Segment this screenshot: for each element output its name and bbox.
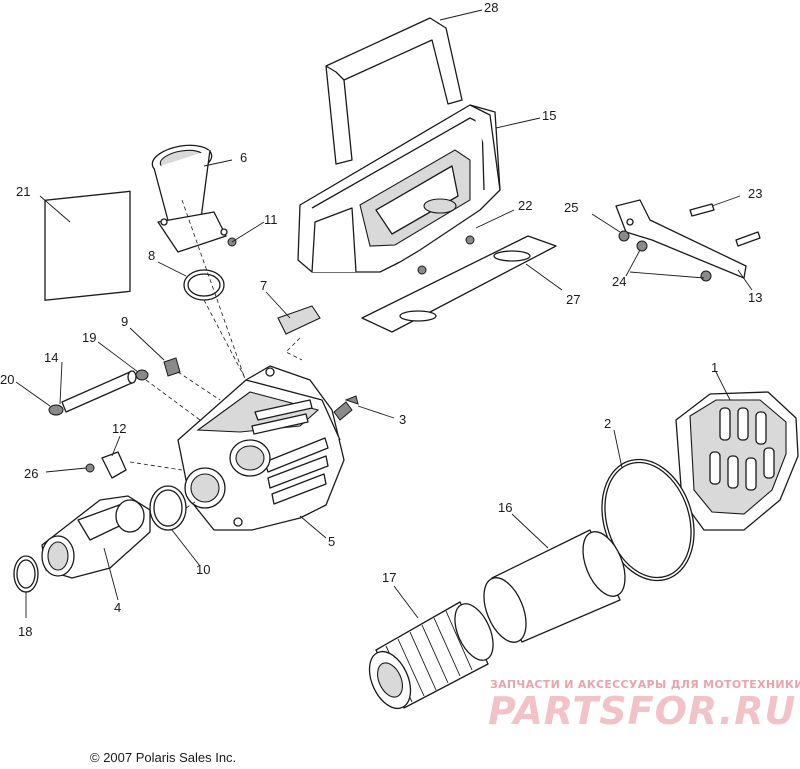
- assembly-dashed-lines: [129, 199, 303, 509]
- part-16-pre-filter: [483, 529, 626, 643]
- part-28-u-bar: [325, 17, 463, 165]
- part-20-clamp: [48, 404, 64, 416]
- callout-20: 20: [0, 372, 14, 387]
- callout-22: 22: [518, 198, 532, 213]
- watermark-brand: PARTSFOR.RU: [488, 689, 796, 733]
- part-7-block: [277, 305, 321, 335]
- callout-14: 14: [44, 350, 58, 365]
- part-5-airbox-housing: [177, 365, 345, 531]
- leader-lines: [15, 9, 753, 619]
- callout-5: 5: [328, 534, 335, 549]
- callout-28: 28: [484, 0, 498, 15]
- part-13-bracket: [615, 199, 761, 282]
- callout-21: 21: [16, 184, 30, 199]
- part-19-clamp: [135, 369, 149, 381]
- part-18-hose-clamp-inner: [16, 559, 36, 589]
- callout-6: 6: [240, 150, 247, 165]
- watermark-tagline: ЗАПЧАСТИ И АКСЕССУАРЫ ДЛЯ МОТОТЕХНИКИ: [490, 678, 800, 691]
- part-10-clamp-inner: [153, 489, 183, 527]
- callout-18: 18: [18, 624, 32, 639]
- callout-15: 15: [542, 108, 556, 123]
- part-1-end-cap: [675, 391, 799, 531]
- part-15-airbox-cover: [297, 104, 501, 273]
- copyright-text: © 2007 Polaris Sales Inc.: [90, 750, 236, 765]
- part-4-intake-duct: [41, 495, 151, 579]
- callout-3: 3: [399, 412, 406, 427]
- callout-1: 1: [711, 360, 718, 375]
- part-26-bolt: [85, 463, 95, 473]
- part-21-decal: [44, 190, 131, 301]
- part-9-fitting: [163, 357, 181, 377]
- part-6-intake-funnel: [151, 144, 228, 253]
- callout-numbers: 1 2 3 4 5 6 7 8 9 10 11 12 13 14 15 16 1…: [0, 0, 762, 639]
- end-cap-ribs: [709, 407, 775, 491]
- callout-16: 16: [498, 500, 512, 515]
- callout-19: 19: [82, 330, 96, 345]
- part-17-air-filter: [368, 601, 494, 710]
- callout-8: 8: [148, 248, 155, 263]
- callout-26: 26: [24, 466, 38, 481]
- callout-25: 25: [564, 200, 578, 215]
- callout-4: 4: [114, 600, 121, 615]
- callout-23: 23: [748, 186, 762, 201]
- part-3-clip-tab: [344, 395, 359, 405]
- callout-7: 7: [260, 278, 267, 293]
- part-8-o-ring-inner: [187, 273, 221, 297]
- part-12-bracket: [101, 451, 127, 479]
- callout-9: 9: [121, 314, 128, 329]
- callout-27: 27: [566, 292, 580, 307]
- part-14-hose: [61, 370, 137, 413]
- part-3-clip: [333, 401, 353, 421]
- part-27-gasket-plate: [361, 235, 557, 333]
- callout-10: 10: [196, 562, 210, 577]
- callout-12: 12: [112, 421, 126, 436]
- callout-17: 17: [382, 570, 396, 585]
- callout-24: 24: [612, 274, 626, 289]
- callout-11: 11: [264, 212, 278, 227]
- callout-13: 13: [748, 290, 762, 305]
- callout-2: 2: [604, 416, 611, 431]
- part-2-gasket-inner: [604, 461, 692, 579]
- housing-ribs: [251, 399, 329, 505]
- watermark: ЗАПЧАСТИ И АКСЕССУАРЫ ДЛЯ МОТОТЕХНИКИ PA…: [488, 678, 800, 733]
